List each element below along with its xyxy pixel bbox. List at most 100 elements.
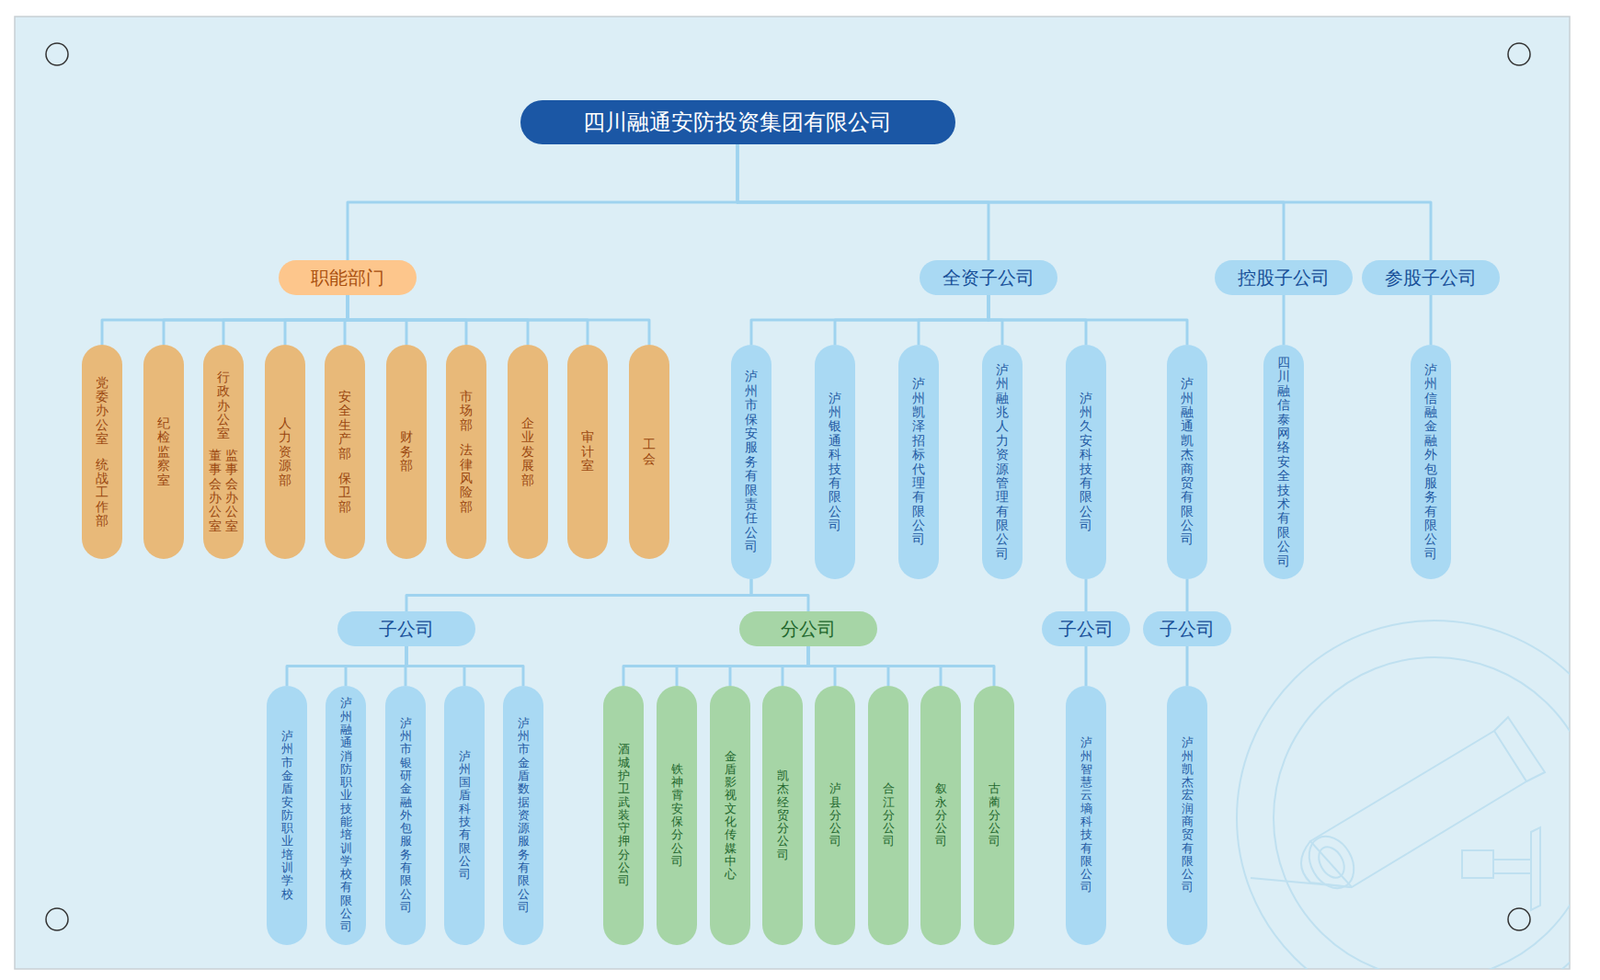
node-text: 分公司 <box>780 617 836 642</box>
node-text: 泸州凯杰宏润商贸有限公司 <box>1181 736 1194 895</box>
unit-pill: 市场部法律风险部 <box>445 344 487 560</box>
node-text: 凯杰经贸分公司 <box>777 769 789 862</box>
unit-pill: 党委办公室统战工作部 <box>81 344 123 560</box>
unit-pill: 泸州凯泽招标代理有限公司 <box>898 344 939 580</box>
unit-pill: 合江分公司 <box>868 685 909 946</box>
node-text: 泸县分公司 <box>829 782 842 848</box>
unit-pill: 泸州融兆人力资源管理有限公司 <box>982 344 1023 580</box>
unit-pill: 安全生产部保卫部 <box>324 344 366 560</box>
connector <box>737 144 1431 261</box>
connector <box>808 646 995 686</box>
connector <box>1186 579 1189 612</box>
connector <box>834 295 989 345</box>
category-label: 分公司 <box>739 611 878 647</box>
node-text: 泸州市金盾数据资源服务有限公司 <box>517 717 530 915</box>
panel <box>14 16 1570 970</box>
unit-pill: 泸州市金盾安防职业培训学校 <box>266 685 308 946</box>
unit-pill: 纪检监察室 <box>143 344 184 560</box>
unit-pill: 泸州国盾科技有限公司 <box>444 685 485 946</box>
node-text: 四川融通安防投资集团有限公司 <box>582 107 892 138</box>
node-text: 泸州凯泽招标代理有限公司 <box>912 377 926 548</box>
unit-pill: 泸州融通消防职业技能培训学校有限公司 <box>325 685 366 946</box>
unit-pill: 泸州融通凯杰商贸有限公司 <box>1166 344 1208 580</box>
node-text: 工会 <box>642 437 656 467</box>
node-text: 酒城护卫武装守押分公司 <box>617 742 630 888</box>
connector <box>751 579 809 612</box>
connector <box>223 295 348 345</box>
connector <box>730 646 809 686</box>
category-label: 子公司 <box>1041 611 1131 647</box>
unit-pill: 企业发展部 <box>507 344 549 560</box>
connector <box>1085 579 1088 612</box>
unit-pill: 酒城护卫武装守押分公司 <box>603 685 644 946</box>
connector <box>347 295 650 345</box>
unit-pill: 泸州市银研金融外包服务有限公司 <box>385 685 426 946</box>
unit-pill: 审计室 <box>567 344 608 560</box>
unit-pill: 工会 <box>628 344 670 560</box>
node-text: 泸州智慧云墒科技有限公司 <box>1080 736 1093 895</box>
connector <box>1186 646 1189 686</box>
connector <box>285 295 348 345</box>
category-label: 职能部门 <box>278 260 417 296</box>
node-text: 古蔺分公司 <box>988 782 1001 848</box>
connector <box>782 646 809 686</box>
node-text: 子公司 <box>1058 617 1114 642</box>
unit-pill: 泸州凯杰宏润商贸有限公司 <box>1166 685 1208 946</box>
category-label: 控股子公司 <box>1214 260 1353 296</box>
camera-illustration <box>1236 620 1570 970</box>
node-text: 泸州信融金融外包服务有限公司 <box>1424 363 1438 561</box>
category-label: 全资子公司 <box>919 260 1058 296</box>
node-text: 法律风险部 <box>459 443 473 515</box>
node-text: 审计室 <box>581 430 595 473</box>
category-label: 子公司 <box>337 611 476 647</box>
node-text: 党委办公室 <box>95 376 109 447</box>
category-label: 参股子公司 <box>1361 260 1500 296</box>
node-text: 企业发展部 <box>521 416 535 488</box>
connector <box>1085 646 1088 686</box>
node-text: 金盾影视文化传媒中心 <box>724 750 737 882</box>
connector <box>1282 295 1286 345</box>
unit-pill: 泸州市保安服务有限责任公司 <box>731 344 772 580</box>
unit-pill: 古蔺分公司 <box>973 685 1015 946</box>
node-text: 泸州融通消防职业技能培训学校有限公司 <box>340 697 353 934</box>
node-text: 泸州银通科技有限公司 <box>828 391 842 534</box>
connector <box>623 646 809 686</box>
unit-pill: 金盾影视文化传媒中心 <box>709 685 751 946</box>
node-text: 全资子公司 <box>942 265 1035 291</box>
node-text: 泸州久安科技有限公司 <box>1079 391 1093 534</box>
node-text: 统战工作部 <box>95 457 109 529</box>
connector <box>345 646 407 686</box>
node-text: 泸州融通凯杰商贸有限公司 <box>1180 377 1194 548</box>
unit-pill: 泸州市金盾数据资源服务有限公司 <box>502 685 544 946</box>
node-text: 纪检监察室 <box>157 416 171 488</box>
connector <box>751 295 989 345</box>
unit-pill: 泸州久安科技有限公司 <box>1065 344 1107 580</box>
node-text: 人力资源部 <box>278 416 292 488</box>
unit-pill: 财务部 <box>386 344 427 560</box>
connector <box>406 579 752 612</box>
unit-pill: 行政办公室董事会办公室监事会办公室 <box>203 344 244 560</box>
node-text: 子公司 <box>1159 617 1215 642</box>
unit-pill: 凯杰经贸分公司 <box>762 685 803 946</box>
node-text: 铁神霄安保分公司 <box>671 763 684 869</box>
node-text: 董事会办公室 <box>208 448 222 534</box>
connector <box>347 144 738 261</box>
connector <box>406 646 524 686</box>
unit-pill: 泸州智慧云墒科技有限公司 <box>1065 685 1107 946</box>
node-text: 财务部 <box>400 430 413 473</box>
connector <box>163 295 348 345</box>
node-text: 泸州市银研金融外包服务有限公司 <box>400 717 412 915</box>
connector <box>988 295 1188 345</box>
node-text: 子公司 <box>378 617 435 642</box>
unit-pill: 人力资源部 <box>264 344 306 560</box>
node-text: 泸州市金盾安防职业培训学校 <box>281 730 294 902</box>
node-text: 泸州国盾科技有限公司 <box>458 750 471 882</box>
node-text: 四川融信泰网络安全技术有限公司 <box>1277 355 1291 569</box>
connector <box>676 646 809 686</box>
connector <box>1429 295 1433 345</box>
node-text: 泸州市保安服务有限责任公司 <box>744 369 758 554</box>
unit-pill: 叙永分公司 <box>920 685 961 946</box>
node-text: 保卫部 <box>338 471 352 515</box>
connector <box>918 295 989 345</box>
unit-pill: 四川融信泰网络安全技术有限公司 <box>1263 344 1304 580</box>
